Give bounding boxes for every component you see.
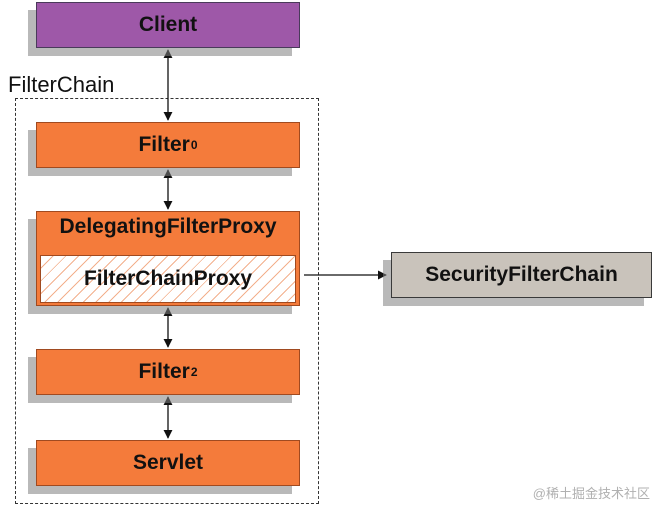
filter-chain-proxy-label: FilterChainProxy: [83, 267, 253, 290]
delegating-filter-proxy-box: DelegatingFilterProxy FilterChainProxy: [36, 211, 300, 306]
filter0-subscript: 0: [190, 138, 198, 152]
filter-chain-proxy-box: FilterChainProxy: [40, 255, 296, 303]
client-label: Client: [138, 13, 198, 36]
delegating-filter-proxy-label: DelegatingFilterProxy: [59, 215, 277, 238]
filter2-label: Filter: [138, 360, 190, 383]
security-filter-chain-box: SecurityFilterChain: [391, 252, 652, 298]
security-filter-chain-label: SecurityFilterChain: [425, 263, 618, 286]
filter0-label: Filter: [138, 133, 190, 156]
filter-chain-label: FilterChain: [8, 72, 115, 97]
servlet-label: Servlet: [132, 451, 204, 474]
watermark-text: @稀土掘金技术社区: [532, 486, 650, 501]
client-box: Client: [36, 2, 300, 48]
filter2-subscript: 2: [190, 365, 198, 379]
servlet-box: Servlet: [36, 440, 300, 486]
